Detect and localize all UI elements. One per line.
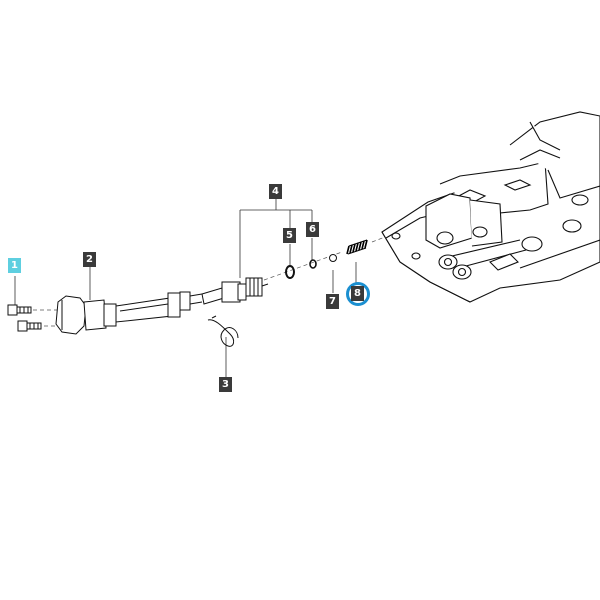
bolt-part xyxy=(7,304,42,332)
control-rod-part xyxy=(55,291,203,335)
callout-6-label: 6 xyxy=(306,222,319,237)
callout-7-label: 7 xyxy=(326,294,339,309)
small-ring-part xyxy=(309,259,317,269)
hydraulic-housing-part xyxy=(381,111,600,303)
spring-clip-part xyxy=(207,315,239,347)
leader-lines xyxy=(14,199,357,377)
callout-8-label[interactable]: 8 xyxy=(351,286,364,301)
callout-3-label: 3 xyxy=(219,377,232,392)
callout-5-label: 5 xyxy=(283,228,296,243)
valve-assembly-part xyxy=(201,277,269,305)
callout-2-label: 2 xyxy=(83,252,96,267)
callout-4-label: 4 xyxy=(269,184,282,199)
o-ring-part xyxy=(285,265,295,279)
selected-part-highlight-ring xyxy=(346,282,370,306)
spring-part xyxy=(346,239,368,255)
callout-1-label: 1 xyxy=(8,258,21,273)
ball-part xyxy=(329,254,337,262)
